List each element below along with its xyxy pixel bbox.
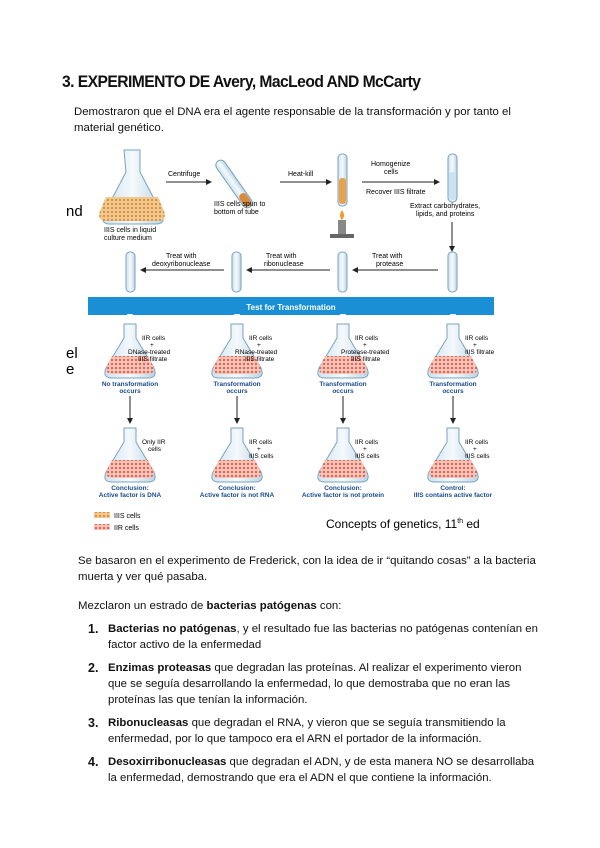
- spun-tube: [215, 159, 253, 209]
- flask-top-label: Protease-treated: [341, 349, 390, 356]
- flask-top-label: +: [257, 342, 261, 349]
- flask-top-label: +: [473, 342, 477, 349]
- homogenize-label-1: Homogenize: [371, 161, 410, 168]
- experiment-figure: nd el e IIIS cells in liquid culture med…: [66, 149, 495, 532]
- flask-bottom-label: IIIS cells: [355, 453, 380, 460]
- flask-bottom-label: IIIS cells: [249, 453, 274, 460]
- flask-conclusion: Conclusion:: [218, 485, 256, 492]
- flask-top-label: IIR cells: [249, 335, 273, 342]
- flask-bottom-label: cells: [148, 446, 162, 453]
- band-label: Test for Transformation: [246, 303, 335, 312]
- treat-protease-1: Treat with: [372, 253, 403, 260]
- flask-conclusion: Conclusion:: [111, 485, 149, 492]
- flask-conclusion: Active factor is not protein: [302, 492, 384, 499]
- flask-bottom-label: +: [257, 446, 261, 453]
- legend-iir-swatch: [94, 524, 110, 530]
- flask-conclusion: Conclusion:: [324, 485, 362, 492]
- homogenize-label-2: cells: [384, 169, 399, 176]
- flask-test-1: [104, 323, 156, 379]
- flask-result: No transformation: [102, 381, 158, 388]
- tube-row: [125, 251, 458, 293]
- flask-conclusion: IIIS contains active factor: [414, 492, 493, 499]
- paragraph-frederick: Se basaron en el experimento de Frederic…: [78, 555, 536, 583]
- extract-label-1: Extract carbohydrates,: [410, 203, 480, 210]
- flask-top-label: DNase-treated: [128, 349, 171, 356]
- spun-label-2: bottom of tube: [214, 209, 259, 216]
- fragment-el: el: [66, 345, 78, 362]
- flask-bottom-label: +: [473, 446, 477, 453]
- methods-list: 1.Bacterias no patógenas, y el resultado…: [88, 621, 538, 793]
- intro-paragraph: Demostraron que el DNA era el agente res…: [74, 106, 511, 134]
- flask-top-label: IIR cells: [142, 335, 166, 342]
- flask-result: Transformation: [213, 381, 260, 388]
- flask-conclusion: Active factor is not RNA: [200, 492, 275, 499]
- test-band: [88, 297, 494, 315]
- treat-dnase-1: Treat with: [166, 253, 197, 260]
- paragraph-mezclaron: Mezclaron un estrado de bacterias patóge…: [78, 600, 342, 612]
- treat-dnase-2: deoxyribonuclease: [152, 261, 210, 268]
- flask-top-label: +: [150, 342, 154, 349]
- flask-result: Transformation: [319, 381, 366, 388]
- heat-tube: [330, 153, 354, 238]
- flask-top-label: RNase-treated: [235, 349, 278, 356]
- legend-iir: IIR cells: [114, 525, 139, 532]
- heatkill-label: Heat-kill: [288, 171, 314, 178]
- section-title: 3. EXPERIMENTO DE Avery, MacLeod AND McC…: [62, 72, 421, 91]
- flask-conclusion: Active factor is DNA: [99, 492, 162, 499]
- liquid-label-1: IIIS cells in liquid: [104, 227, 156, 234]
- fragment-e: e: [66, 361, 74, 378]
- flask-top-label: IIIS filtrate: [245, 356, 275, 363]
- figure-source: Concepts of genetics, 11th ed: [326, 517, 480, 531]
- treat-rnase-1: Treat with: [266, 253, 297, 260]
- flask-conclusion: Control:: [440, 485, 465, 492]
- legend-iiis: IIIS cells: [114, 513, 141, 520]
- flask-result: occurs: [119, 388, 141, 395]
- flask-top-label: IIIS filtrate: [465, 349, 495, 356]
- flask-bottom-label: IIR cells: [465, 439, 489, 446]
- recover-label: Recover IIIS filtrate: [366, 189, 426, 196]
- list-item: 4.Desoxirribonucleasas que degradan el A…: [88, 755, 535, 784]
- flask-top-label: +: [363, 342, 367, 349]
- legend-iiis-swatch: [94, 512, 110, 518]
- flask-result-1: [104, 427, 156, 483]
- flask-bottom-label: IIR cells: [355, 439, 379, 446]
- flask-bottom-label: +: [363, 446, 367, 453]
- flask-test-4: [427, 323, 479, 379]
- flask-result: occurs: [332, 388, 354, 395]
- flask-result-3: [317, 427, 369, 483]
- liquid-label-2: culture medium: [104, 235, 152, 242]
- flask-result: occurs: [226, 388, 248, 395]
- flask-top-label: IIR cells: [465, 335, 489, 342]
- list-item: 2.Enzimas proteasas que degradan las pro…: [88, 661, 522, 706]
- flask-test-2: [211, 323, 263, 379]
- treat-protease-2: protease: [376, 261, 403, 268]
- filtrate-tube: [447, 153, 458, 203]
- spun-label-1: IIIS cells spun to: [214, 201, 265, 208]
- culture-flask: [99, 149, 165, 225]
- treat-rnase-2: ribonuclease: [264, 261, 304, 268]
- flask-result: Transformation: [429, 381, 476, 388]
- flask-result-4: [427, 427, 479, 483]
- flask-bottom-label: IIR cells: [249, 439, 273, 446]
- list-item: 1.Bacterias no patógenas, y el resultado…: [88, 622, 538, 651]
- flask-result-2: [211, 427, 263, 483]
- flask-top-label: IIR cells: [355, 335, 379, 342]
- flask-bottom-label: IIIS cells: [465, 453, 490, 460]
- fragment-nd: nd: [66, 203, 83, 220]
- flask-top-label: IIIS filtrate: [138, 356, 168, 363]
- list-item: 3.Ribonucleasas que degradan el RNA, y v…: [88, 716, 506, 745]
- centrifuge-label: Centrifuge: [168, 171, 200, 178]
- flask-bottom-label: Only IIR: [142, 439, 166, 446]
- extract-label-2: lipids, and proteins: [416, 211, 475, 218]
- flask-test-3: [317, 323, 369, 379]
- flask-top-label: IIIS filtrate: [351, 356, 381, 363]
- flask-result: occurs: [442, 388, 464, 395]
